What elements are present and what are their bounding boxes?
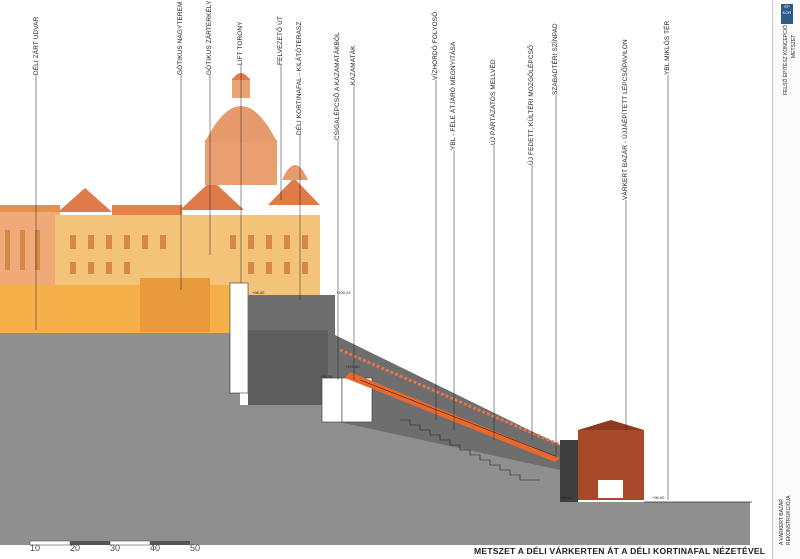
casemate-block — [248, 330, 328, 405]
bazar-roof — [578, 420, 644, 430]
level-marker: +96,00 — [652, 495, 665, 500]
label-kazamatak: KAZAMATÁK — [350, 45, 357, 85]
bazar-opening — [598, 480, 623, 498]
scale-bar — [29, 540, 190, 546]
scale-label: 30 — [110, 543, 121, 553]
palace-gable-2 — [180, 180, 244, 210]
level-marker: +96,30 — [320, 374, 333, 379]
label-ybl-fele-atjaro: YBL - FÉLE ÁTJÁRÓ MEGNYITÁSA — [450, 41, 457, 150]
label-uj-fedett-mozgolepcso: ÚJ FEDETT, KÜLTÉRI MOZGÓLÉPCSŐ — [528, 44, 535, 165]
firm-logo: ÉP KOR — [781, 4, 793, 24]
scale-label: 40 — [150, 543, 161, 553]
title-block-firm-line: FELSŐ ÉPÍTÉSZ KONCEPCIÓ — [783, 24, 789, 95]
label-csigalepcso: CSIGALÉPCSŐ A KAZAMATÁKBÓL — [334, 32, 341, 140]
palace-tower-block — [140, 278, 210, 332]
leader-lines — [35, 65, 669, 500]
escalator-rail — [359, 379, 556, 457]
scale-label: 50 — [190, 543, 201, 553]
firm-logo-text: ÉP KOR — [782, 4, 792, 15]
label-vizhordo-folyoso: VÍZHORDÓ FOLYOSÓ — [432, 11, 439, 80]
label-lift-torony: LIFT TORONY — [237, 21, 244, 65]
palace-gable-1 — [58, 188, 112, 212]
title-block-firm-line: METSZET — [791, 34, 797, 58]
palace-roof-main — [112, 205, 182, 215]
facade-windows — [5, 230, 308, 274]
level-marker: +100,24 — [336, 290, 351, 295]
title-block: ÉP KOR FELSŐ ÉPÍTÉSZ KONCEPCIÓ METSZET A… — [772, 0, 800, 559]
lower-stairs — [400, 419, 540, 481]
label-szabadteri-szinpad: SZABADTÉRI SZÍNPAD — [552, 23, 559, 95]
label-gotikus-zartekely: GÓTIKUS ZÁRTERKÉLY — [206, 0, 213, 75]
label-uj-partazatos-mellved: ÚJ PÁRTÁZATOS MELLVÉD — [490, 59, 497, 145]
label-ybl-miklos-ter: YBL MIKLÓS TÉR — [664, 20, 671, 75]
scale-label: 20 — [70, 543, 81, 553]
level-marker: +103,80 — [345, 364, 360, 369]
palace-roof-left — [0, 205, 60, 212]
scale-label: 10 — [30, 543, 41, 553]
title-block-project-line: A VÁRKERT BAZÁR — [779, 499, 785, 545]
label-deli-kortinafal-kilatoterasz: DÉLI KORTINAFAL - KILÁTÓTERASZ — [296, 21, 303, 135]
section-title: METSZET A DÉLI VÁRKERTEN ÁT A DÉLI KORTI… — [474, 546, 766, 556]
stage-block — [560, 440, 578, 502]
csigalepcso-shaft — [321, 377, 343, 423]
label-felvezeto-ut: FELVEZETŐ ÚT — [277, 16, 284, 65]
side-cupola — [282, 165, 308, 180]
level-marker: +98,40 — [252, 290, 265, 295]
lift-tower — [229, 282, 249, 394]
level-marker: +96,00 — [560, 495, 573, 500]
title-block-project-line: REKONSTRUKCIÓJA — [786, 495, 792, 545]
label-deli-zart-udvar: DÉLI ZÁRT UDVAR — [33, 16, 40, 75]
escalator — [345, 372, 560, 462]
label-varkert-bazar: VÁRKERT BAZÁR - ÚJJÁÉPÍTETT LÉPCSŐPAVILO… — [622, 39, 629, 200]
label-gotikus-nagyterem: GÓTIKUS NAGYTEREM — [177, 1, 184, 75]
